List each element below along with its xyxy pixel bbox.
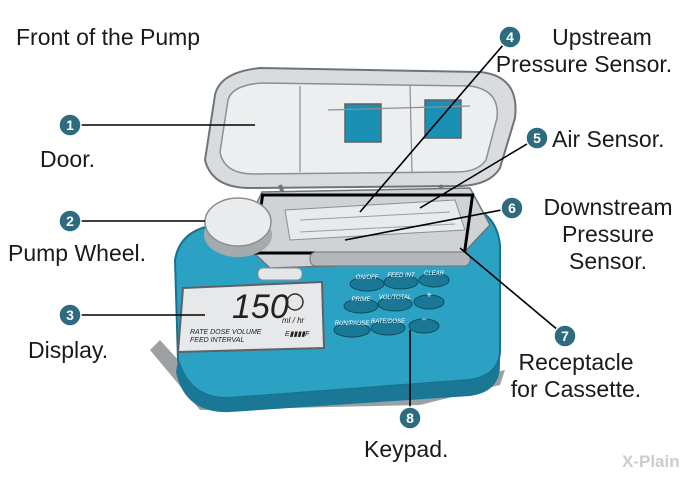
label-upstream-pressure-sensor: Upstream Pressure Sensor. [495, 24, 673, 78]
marker-1-number: 1 [66, 117, 74, 133]
display-rate: 150 [232, 288, 289, 326]
label-display: Display. [28, 337, 109, 363]
marker-8 [398, 406, 422, 430]
label-pump-wheel: Pump Wheel. [8, 240, 147, 266]
marker-3-number: 3 [66, 307, 74, 323]
display-unit: ml / hr [282, 316, 305, 325]
marker-2 [58, 209, 82, 233]
display-line2: FEED INTERVAL [190, 337, 244, 344]
marker-6-number: 6 [508, 200, 516, 216]
pump-wheel [204, 197, 272, 247]
marker-7-number: 7 [561, 328, 569, 344]
marker-7 [553, 324, 577, 348]
key-label: ON/OFF [356, 275, 379, 281]
label-downstream-pressure-sensor: Downstream Pressure Sensor. [543, 194, 673, 275]
key-label: CLEAR [424, 271, 445, 277]
key-label: VOL/TOTAL [379, 295, 411, 301]
display-line1: RATE DOSE VOLUME [190, 329, 262, 336]
pump-body-side [176, 350, 500, 413]
key-label: PRIME [351, 297, 371, 303]
key-label: + [426, 290, 431, 300]
marker-6 [500, 196, 524, 220]
key-label: FEED INT [387, 273, 416, 279]
marker-4-number: 4 [506, 29, 514, 45]
watermark-logo: X-Plain [622, 452, 680, 471]
marker-3 [58, 303, 82, 327]
page-title: Front of the Pump [16, 24, 201, 50]
label-receptacle-for-cassette: Receptacle for Cassette. [510, 349, 642, 403]
marker-2-number: 2 [66, 213, 74, 229]
key-label: RATE/DOSE [371, 319, 406, 325]
keypad-buttons [333, 272, 450, 338]
marker-1 [58, 113, 82, 137]
marker-5 [525, 126, 549, 150]
key-label: RUN/PAUSE [335, 321, 371, 327]
display-battery: E▮▮▮▮F [285, 331, 310, 338]
key-label: − [421, 314, 426, 324]
label-air-sensor: Air Sensor. [552, 126, 665, 152]
label-door: Door. [40, 146, 95, 172]
marker-5-number: 5 [533, 130, 541, 146]
marker-8-number: 8 [406, 410, 414, 426]
door-window-left [344, 103, 382, 143]
leader-lines [70, 36, 566, 412]
label-keypad: Keypad. [364, 436, 449, 462]
door-window-right [424, 99, 462, 139]
marker-4 [498, 25, 522, 49]
